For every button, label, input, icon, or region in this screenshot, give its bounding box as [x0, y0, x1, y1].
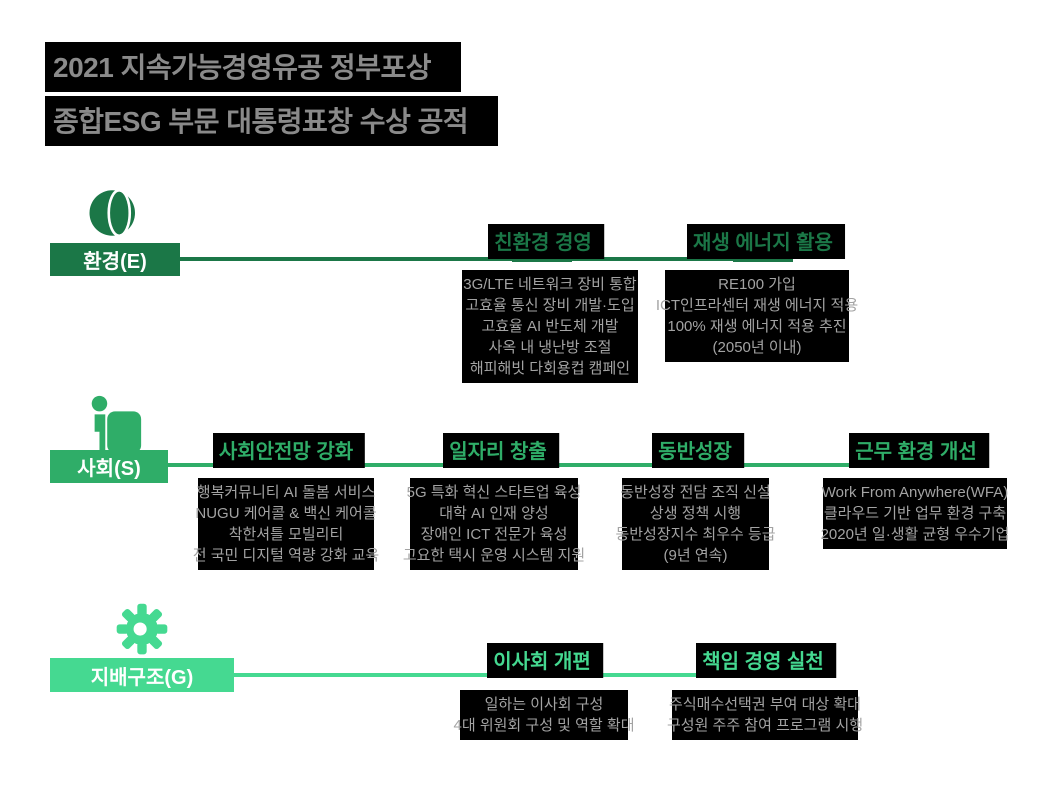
card-item: 고효율 통신 장비 개발·도입: [465, 297, 635, 314]
card-item: 100% 재생 에너지 적용 추진: [667, 318, 847, 335]
category-card-safety-net: 행복커뮤니티 AI 돌봄 서비스 NUGU 케어콜 & 백신 케어콜 착한셔틀 …: [193, 478, 379, 570]
card-item: (2050년 이내): [712, 339, 802, 356]
category-card-job-creation: 5G 특화 혁신 스타트업 육성 대학 AI 인재 양성 장애인 ICT 전문가…: [403, 478, 585, 570]
card-item: 전 국민 디지털 역량 강화 교육: [192, 547, 380, 564]
category-title-renewable-energy: 재생 에너지 활용: [681, 224, 845, 259]
card-item: NUGU 케어콜 & 백신 케어콜: [195, 505, 377, 522]
card-item: 상생 정책 시행: [649, 505, 742, 522]
card-item: 동반성장 전담 조직 신설: [620, 484, 771, 501]
card-item: 고효율 AI 반도체 개발: [481, 318, 619, 335]
card-item: 대학 AI 인재 양성: [439, 505, 549, 522]
card-item: Work From Anywhere(WFA): [821, 484, 1009, 501]
card-item: 행복커뮤니티 AI 돌봄 서비스: [196, 484, 376, 501]
card-item: 2020년 일·생활 균형 우수기업: [820, 526, 1010, 543]
category-card-eco-management: 3G/LTE 네트워크 장비 통합 고효율 통신 장비 개발·도입 고효율 AI…: [462, 270, 638, 383]
gear-icon: [112, 597, 172, 661]
card-item: 클라우드 기반 업무 환경 구축: [823, 505, 1007, 522]
category-card-responsible-management: 주식매수선택권 부여 대상 확대 구성원 주주 참여 프로그램 시행: [667, 690, 863, 740]
card-item: 구성원 주주 참여 프로그램 시행: [666, 717, 864, 734]
card-item: (9년 연속): [663, 547, 728, 564]
category-title-responsible-management: 책임 경영 실천: [690, 643, 836, 678]
category-title-job-creation: 일자리 창출: [437, 433, 559, 468]
page-title: 2021 지속가능경영유공 정부포상 종합ESG 부문 대통령표창 수상 공적: [45, 42, 499, 150]
card-item: 사옥 내 냉난방 조절: [488, 339, 612, 356]
card-item: 5G 특화 혁신 스타트업 육성: [406, 484, 582, 501]
card-item: 주식매수선택권 부여 대상 확대: [669, 696, 861, 713]
card-item: 3G/LTE 네트워크 장비 통합: [463, 276, 637, 293]
card-item: RE100 가입: [718, 276, 796, 293]
category-card-board-reform: 일하는 이사회 구성 4대 위원회 구성 및 역할 확대: [454, 690, 635, 740]
category-card-renewable-energy: RE100 가입 ICT인프라센터 재생 에너지 적용 100% 재생 에너지 …: [656, 270, 858, 362]
category-title-shared-growth: 동반성장: [646, 433, 744, 468]
category-title-work-environment: 근무 환경 개선: [843, 433, 989, 468]
card-item: 일하는 이사회 구성: [484, 696, 604, 713]
card-item: 4대 위원회 구성 및 역할 확대: [453, 717, 635, 734]
row-label-governance: 지배구조(G): [50, 658, 234, 692]
row-label-social: 사회(S): [50, 450, 168, 483]
card-item: 동반성장지수 최우수 등급: [615, 526, 776, 543]
page-title-line-2: 종합ESG 부문 대통령표창 수상 공적: [45, 96, 499, 146]
person-icon: [83, 391, 145, 457]
card-item: 장애인 ICT 전문가 육성: [420, 526, 568, 543]
category-title-board-reform: 이사회 개편: [481, 643, 603, 678]
card-item: 고요한 택시 운영 시스템 지원: [402, 547, 586, 564]
card-item: ICT인프라센터 재생 에너지 적용: [655, 297, 859, 314]
row-line-environment: [180, 257, 793, 261]
category-title-eco-management: 친환경 경영: [482, 224, 604, 259]
globe-icon: [86, 184, 142, 242]
page-title-line-1: 2021 지속가능경영유공 정부포상: [45, 42, 461, 92]
category-card-shared-growth: 동반성장 전담 조직 신설 상생 정책 시행 동반성장지수 최우수 등급 (9년…: [615, 478, 776, 570]
category-title-safety-net: 사회안전망 강화: [206, 433, 366, 468]
card-item: 해피해빗 다회용컵 캠페인: [469, 360, 631, 377]
card-item: 착한셔틀 모빌리티: [228, 526, 344, 543]
row-label-environment: 환경(E): [50, 243, 180, 276]
category-card-work-environment: Work From Anywhere(WFA) 클라우드 기반 업무 환경 구축…: [820, 478, 1010, 549]
